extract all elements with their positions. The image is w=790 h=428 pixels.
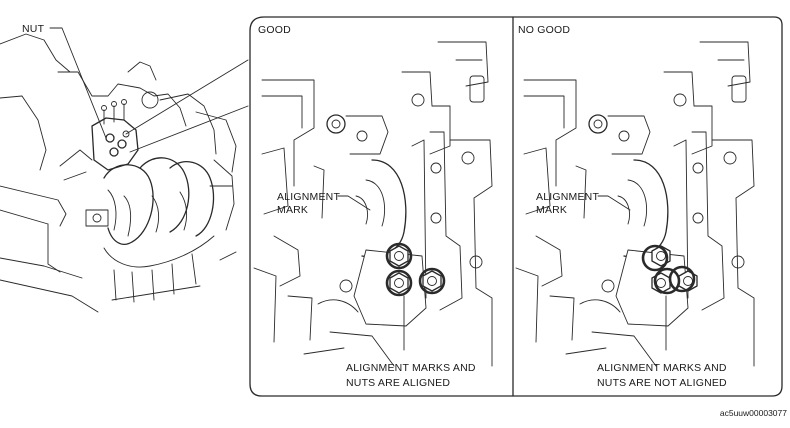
nogood-alignment-mark-label: ALIGNMENT MARK (536, 191, 602, 216)
overview-illustration (0, 33, 237, 313)
nogood-alignment-mark-1 (641, 244, 669, 272)
good-alignment-mark-1 (385, 242, 413, 270)
nogood-detail-drawing (515, 41, 755, 367)
nogood-alignment-mark-2 (653, 267, 681, 295)
good-detail-drawing (253, 41, 493, 367)
good-alignment-mark-label: ALIGNMENT MARK (277, 191, 343, 216)
good-heading: GOOD (258, 24, 291, 36)
comparison-panel-frame (249, 16, 783, 397)
nut-label: NUT (22, 23, 45, 35)
nogood-alignment-mark-3 (668, 265, 696, 293)
nogood-nut-group (641, 244, 698, 295)
good-alignment-mark-3 (418, 267, 446, 295)
nogood-section: NO GOOD ALIGNMENT MARK ALIGNMENT MARKS A… (515, 24, 755, 389)
nut-leader-line (49, 27, 107, 139)
nogood-heading: NO GOOD (518, 24, 570, 36)
comparison-panel (249, 16, 783, 397)
zoom-callout-line-top (125, 59, 249, 135)
good-caption: ALIGNMENT MARKS AND NUTS ARE ALIGNED (346, 362, 479, 389)
nogood-alignment-mark-leader (597, 195, 631, 211)
good-section: GOOD ALIGNMENT MARK ALIGNMENT MARKS AND … (253, 24, 493, 389)
good-alignment-mark-leader (337, 195, 371, 211)
nogood-caption: ALIGNMENT MARKS AND NUTS ARE NOT ALIGNED (597, 362, 730, 389)
good-nut-group (385, 242, 446, 297)
good-alignment-mark-2 (385, 269, 413, 297)
zoom-callout-line-bottom (129, 105, 249, 153)
figure-code: ac5uuw00003077 (720, 408, 787, 418)
